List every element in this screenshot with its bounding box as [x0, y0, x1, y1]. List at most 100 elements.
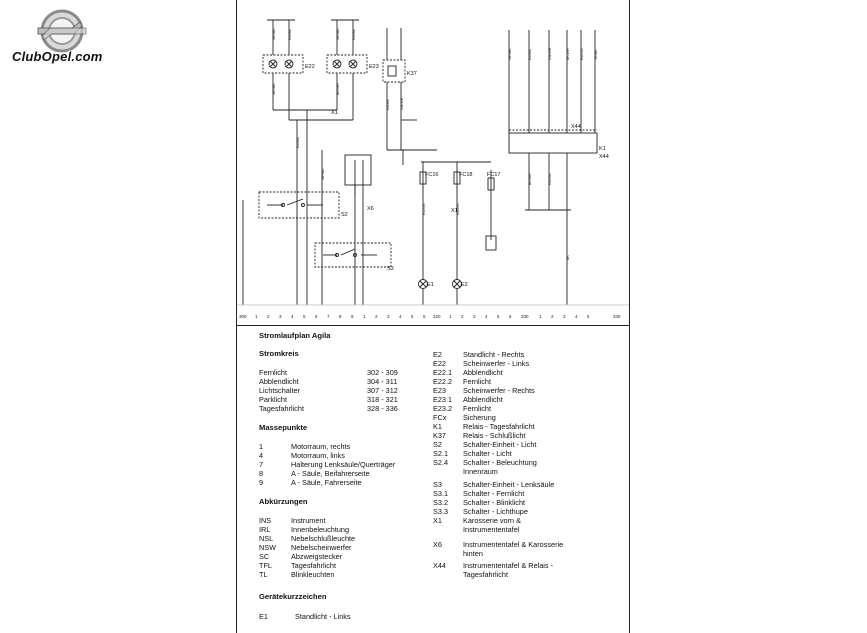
svg-text:WH/BK: WH/BK [272, 28, 276, 40]
svg-text:WH/BK: WH/BK [321, 168, 325, 180]
label-320: 320 [433, 314, 441, 319]
document-title: Stromlaufplan Agila [259, 331, 331, 340]
svg-text:6: 6 [509, 314, 512, 319]
component-row: Instrumententafel [463, 525, 520, 534]
svg-text:RD/BK: RD/BK [386, 98, 390, 110]
massepunkte-heading: Massepunkte [259, 423, 308, 432]
label-e1: E1 [427, 282, 434, 288]
svg-text:4: 4 [291, 314, 294, 319]
schematic-sheet: WH/BK RD/BK WH/BK RD/BK WH/BK BR/WH RD/B… [236, 0, 630, 633]
svg-text:3: 3 [279, 314, 282, 319]
label-fc17: FC17 [487, 172, 500, 178]
svg-text:7: 7 [327, 314, 330, 319]
label-x44b: X44 [599, 154, 609, 160]
label-300: 300 [239, 314, 247, 319]
label-k37: K37 [407, 71, 417, 77]
svg-text:6: 6 [315, 314, 318, 319]
svg-text:RD/BK: RD/BK [352, 28, 356, 40]
svg-text:RD/BK: RD/BK [528, 48, 532, 60]
svg-text:BR/WH: BR/WH [336, 83, 340, 95]
svg-text:2: 2 [461, 314, 464, 319]
svg-text:1: 1 [255, 314, 258, 319]
svg-text:1: 1 [539, 314, 542, 319]
svg-text:WH/BK: WH/BK [272, 83, 276, 95]
svg-text:BK/WH: BK/WH [566, 48, 570, 60]
svg-text:5: 5 [497, 314, 500, 319]
svg-text:RD/BK: RD/BK [296, 136, 300, 148]
component-row: Tagesfahrlicht [463, 570, 509, 579]
label-x1a: X1 [331, 110, 338, 116]
svg-text:4: 4 [575, 314, 578, 319]
svg-text:BK/WH: BK/WH [528, 173, 532, 185]
svg-text:2: 2 [375, 314, 378, 319]
svg-text:4: 4 [485, 314, 488, 319]
label-340: 340 [613, 314, 621, 319]
svg-text:WH/BK: WH/BK [336, 28, 340, 40]
svg-text:4: 4 [399, 314, 402, 319]
label-330: 330 [521, 314, 529, 319]
label-x44a: X44 [571, 124, 581, 130]
clubopel-logo: ClubOpel.com [8, 8, 116, 64]
label-x6: X6 [367, 206, 374, 212]
label-x1b: X1 [451, 208, 458, 214]
svg-text:RD/GN: RD/GN [548, 173, 552, 185]
label-fc16: FC16 [425, 172, 438, 178]
label-k1: K1 [599, 146, 606, 152]
svg-text:RD/GN: RD/GN [422, 203, 426, 215]
svg-text:2: 2 [551, 314, 554, 319]
svg-text:YE/BK: YE/BK [594, 49, 598, 60]
component-row: hinten [463, 549, 483, 558]
label-e22: E22 [305, 64, 315, 70]
wiring-diagram: WH/BK RD/BK WH/BK RD/BK WH/BK BR/WH RD/B… [237, 19, 629, 319]
svg-text:5: 5 [587, 314, 590, 319]
stromkreis-heading: Stromkreis [259, 349, 299, 358]
svg-text:BK: BK [566, 255, 570, 260]
svg-text:GN/WH: GN/WH [548, 47, 552, 60]
component-row: Innenraum [463, 467, 498, 476]
svg-text:6: 6 [423, 314, 426, 319]
svg-text:1: 1 [449, 314, 452, 319]
geraete-heading: Gerätekurzzeichen [259, 592, 327, 601]
svg-text:5: 5 [303, 314, 306, 319]
svg-text:5: 5 [411, 314, 414, 319]
svg-text:GN/WH: GN/WH [400, 97, 404, 110]
svg-text:8: 8 [339, 314, 342, 319]
label-fc18: FC18 [459, 172, 472, 178]
logo-wordmark: ClubOpel.com [12, 49, 103, 64]
abkuerzungen-heading: Abkürzungen [259, 497, 308, 506]
svg-text:3: 3 [473, 314, 476, 319]
diagram-legend-divider [237, 325, 629, 326]
